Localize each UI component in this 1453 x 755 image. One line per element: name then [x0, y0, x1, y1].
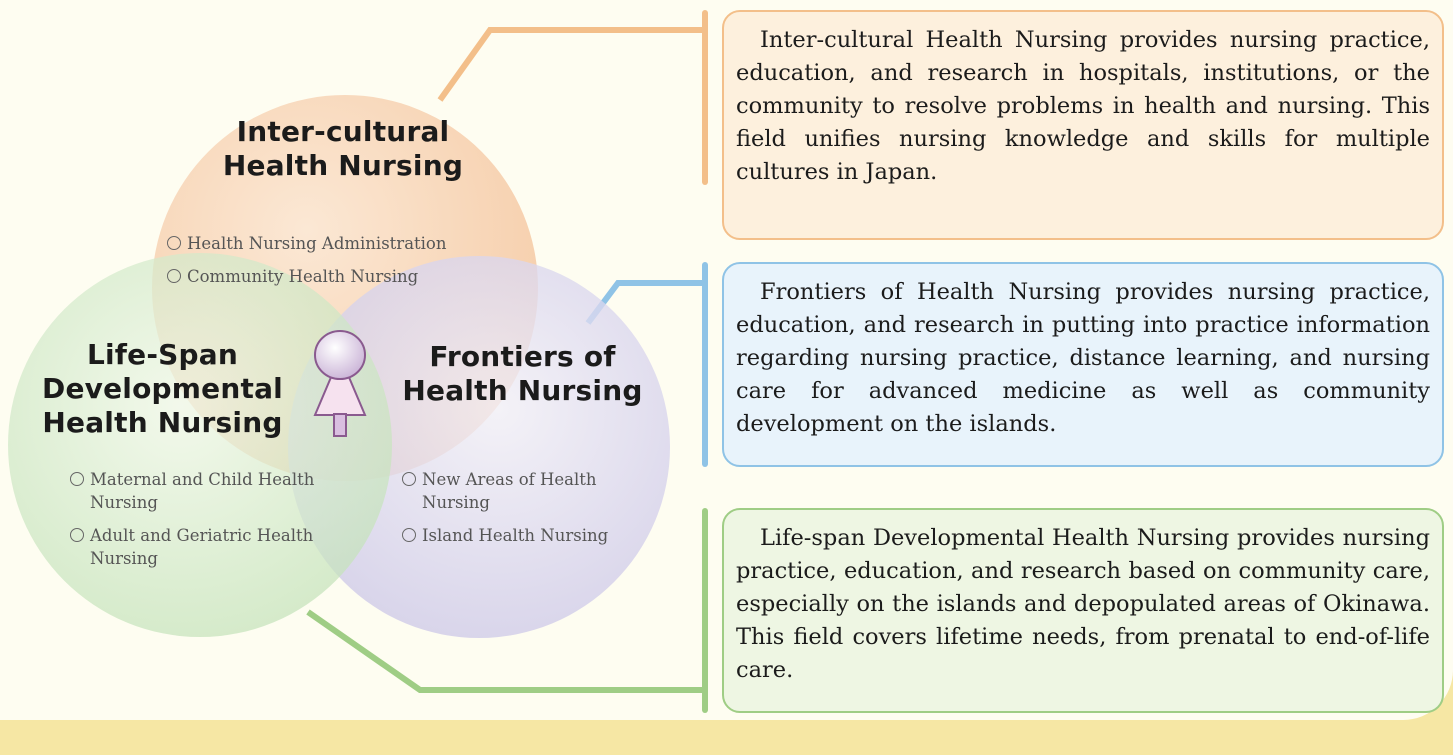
description-inter-cultural: Inter-cultural Health Nursing provides n… — [722, 10, 1444, 240]
venn-diagram — [8, 27, 705, 693]
description-frontiers: Frontiers of Health Nursing provides nur… — [722, 262, 1444, 467]
title-life-span: Life-Span Developmental Health Nursing — [42, 338, 283, 439]
list-inter-cultural: Health Nursing Administration Community … — [165, 232, 505, 298]
circle-life-span — [8, 253, 392, 637]
list-item: New Areas of Health Nursing — [400, 468, 650, 514]
list-item: Community Health Nursing — [165, 265, 505, 288]
person-icon — [313, 330, 367, 437]
circle-frontiers — [288, 256, 670, 638]
accent-bar-green — [702, 508, 708, 713]
connector-line-green — [306, 609, 705, 693]
list-item: Health Nursing Administration — [165, 232, 505, 255]
accent-bar-orange — [702, 10, 708, 185]
list-life-span: Maternal and Child Health Nursing Adult … — [68, 468, 318, 580]
list-item: Adult and Geriatric Health Nursing — [68, 524, 318, 570]
title-frontiers: Frontiers of Health Nursing — [402, 340, 643, 407]
title-inter-cultural: Inter-cultural Health Nursing — [222, 115, 464, 182]
connector-line-orange — [437, 27, 705, 102]
content-panel: Inter-cultural Health Nursing Frontiers … — [0, 0, 1453, 720]
list-item: Island Health Nursing — [400, 524, 650, 547]
description-life-span: Life-span Developmental Health Nursing p… — [722, 508, 1444, 713]
accent-bar-blue — [702, 262, 708, 467]
list-frontiers: New Areas of Health Nursing Island Healt… — [400, 468, 650, 557]
list-item: Maternal and Child Health Nursing — [68, 468, 318, 514]
